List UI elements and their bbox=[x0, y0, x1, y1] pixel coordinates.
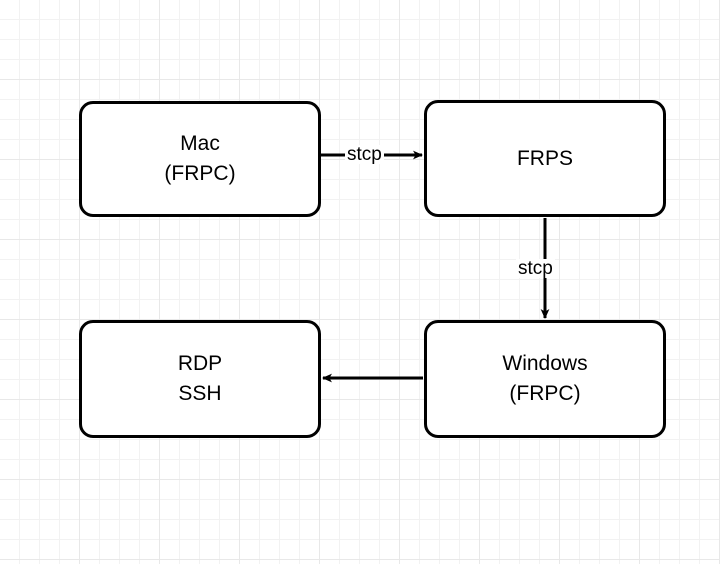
node-frps[interactable]: FRPS bbox=[424, 100, 666, 217]
node-mac-frpc-label: Mac (FRPC) bbox=[164, 132, 236, 185]
node-frps-label: FRPS bbox=[516, 146, 573, 170]
node-windows-frpc[interactable]: Windows (FRPC) bbox=[424, 320, 666, 438]
node-windows-frpc-label: Windows (FRPC) bbox=[502, 352, 588, 405]
node-rdp-ssh-label: RDP SSH bbox=[177, 352, 223, 405]
node-mac-frpc[interactable]: Mac (FRPC) bbox=[79, 101, 321, 217]
edge-label-mac-to-frps: stcp bbox=[345, 144, 384, 165]
node-rdp-ssh[interactable]: RDP SSH bbox=[79, 320, 321, 438]
edge-label-frps-to-windows: stcp bbox=[516, 258, 555, 279]
